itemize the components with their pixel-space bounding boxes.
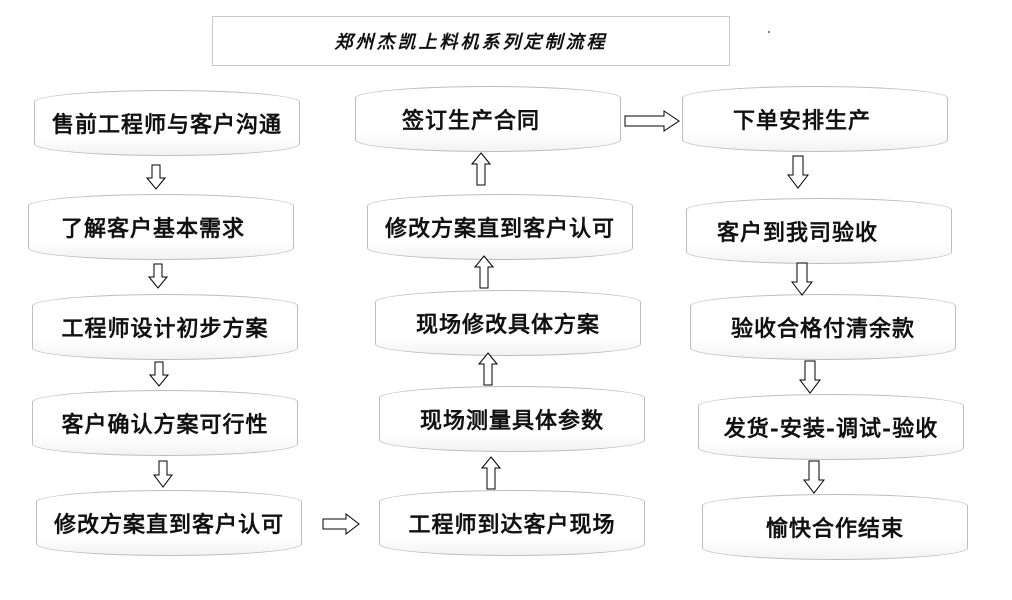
down-arrow-icon bbox=[787, 155, 809, 189]
step-label: 工程师到达客户现场 bbox=[408, 512, 616, 538]
step-label: 修改方案直到客户认可 bbox=[53, 512, 284, 538]
step-label: 现场修改具体方案 bbox=[415, 312, 600, 338]
up-arrow-icon bbox=[478, 352, 498, 386]
step-label: 售前工程师与客户沟通 bbox=[51, 112, 282, 138]
up-arrow-icon bbox=[471, 152, 491, 186]
step-sign-contract: 签订生产合同 bbox=[355, 86, 621, 152]
step-preliminary-design: 工程师设计初步方案 bbox=[32, 294, 298, 360]
step-label: 客户到我司验收 bbox=[717, 220, 879, 246]
step-place-order: 下单安排生产 bbox=[682, 86, 948, 152]
step-label: 下单安排生产 bbox=[733, 108, 872, 134]
step-label: 工程师设计初步方案 bbox=[61, 316, 269, 342]
step-label: 验收合格付清余款 bbox=[730, 316, 915, 342]
right-arrow-icon bbox=[322, 513, 360, 535]
step-cooperation-complete: 愉快合作结束 bbox=[702, 494, 968, 560]
up-arrow-icon bbox=[474, 255, 494, 289]
step-label: 修改方案直到客户认可 bbox=[384, 216, 615, 242]
step-pay-balance: 验收合格付清余款 bbox=[690, 294, 956, 360]
down-arrow-icon bbox=[149, 361, 169, 387]
down-arrow-icon bbox=[799, 360, 821, 394]
step-onsite-measure: 现场测量具体参数 bbox=[379, 386, 645, 452]
step-revise-until-approved-1: 修改方案直到客户认可 bbox=[36, 490, 302, 556]
down-arrow-icon bbox=[146, 164, 166, 190]
step-label: 客户确认方案可行性 bbox=[61, 412, 269, 438]
step-ship-install-debug: 发货-安装-调试-验收 bbox=[698, 394, 964, 460]
step-label: 发货-安装-调试-验收 bbox=[723, 416, 939, 442]
down-arrow-icon bbox=[153, 460, 173, 488]
stray-dot bbox=[768, 31, 770, 33]
step-label: 现场测量具体参数 bbox=[419, 408, 604, 434]
up-arrow-icon bbox=[481, 456, 501, 490]
step-understand-requirements: 了解客户基本需求 bbox=[28, 194, 294, 260]
down-arrow-icon bbox=[148, 263, 168, 289]
step-confirm-feasibility: 客户确认方案可行性 bbox=[32, 390, 298, 456]
right-arrow-icon bbox=[624, 110, 680, 132]
step-revise-until-approved-2: 修改方案直到客户认可 bbox=[367, 194, 633, 260]
diagram-title: 郑州杰凯上料机系列定制流程 bbox=[212, 16, 730, 66]
step-engineer-arrives: 工程师到达客户现场 bbox=[379, 490, 645, 556]
step-label: 签订生产合同 bbox=[402, 108, 541, 134]
step-customer-inspection: 客户到我司验收 bbox=[686, 198, 952, 264]
step-presales-communication: 售前工程师与客户沟通 bbox=[34, 90, 300, 156]
down-arrow-icon bbox=[803, 460, 825, 494]
step-label: 愉快合作结束 bbox=[765, 516, 904, 542]
step-label: 了解客户基本需求 bbox=[61, 216, 246, 242]
step-onsite-revise-plan: 现场修改具体方案 bbox=[375, 290, 641, 356]
down-arrow-icon bbox=[791, 262, 813, 296]
